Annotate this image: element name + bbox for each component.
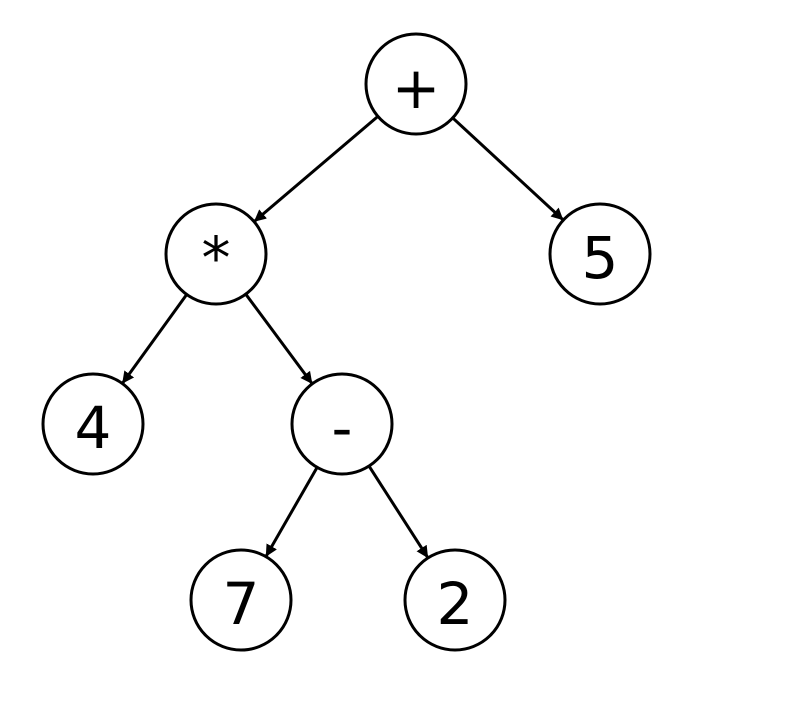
edges-layer: [121, 115, 564, 559]
node-four-circle: [41, 372, 145, 476]
node-five-label: 5: [582, 224, 619, 292]
node-four: 4: [41, 372, 145, 476]
node-plus: +: [364, 32, 468, 136]
node-five: 5: [548, 202, 652, 306]
node-minus-label: -: [332, 394, 353, 462]
node-two: 2: [403, 548, 507, 652]
edge-minus-to-seven: [265, 466, 319, 557]
node-minus-circle: [290, 372, 394, 476]
node-times: *: [164, 202, 268, 306]
node-four-label: 4: [75, 394, 112, 462]
edge-times-to-minus: [244, 293, 313, 384]
node-times-label: *: [202, 224, 231, 292]
node-two-label: 2: [437, 570, 474, 638]
node-seven-circle: [189, 548, 293, 652]
node-seven-label: 7: [223, 570, 260, 638]
node-two-circle: [403, 548, 507, 652]
edge-plus-to-times: [253, 115, 379, 223]
node-plus-circle: [364, 32, 468, 136]
node-minus: -: [290, 372, 394, 476]
node-seven: 7: [189, 548, 293, 652]
edge-times-to-four: [121, 293, 188, 384]
edge-plus-to-five: [451, 116, 564, 221]
edge-minus-to-two: [367, 465, 429, 559]
node-times-circle: [164, 202, 268, 306]
node-five-circle: [548, 202, 652, 306]
node-plus-label: +: [392, 54, 441, 122]
